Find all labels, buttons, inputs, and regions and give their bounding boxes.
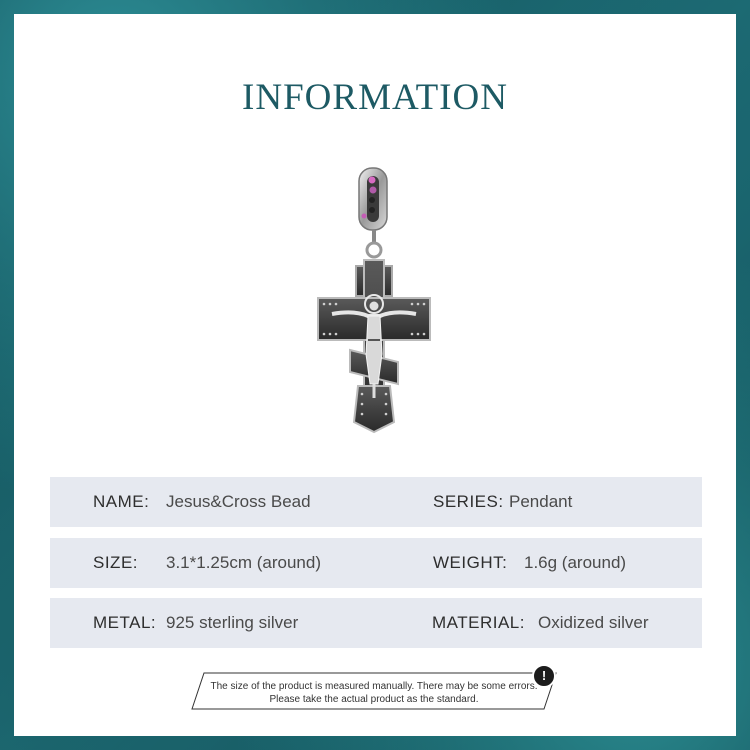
spec-row-name: NAME: Jesus&Cross Bead SERIES: Pendant	[50, 477, 702, 527]
size-value: 3.1*1.25cm (around)	[166, 553, 321, 572]
weight-label: WEIGHT:	[433, 553, 508, 572]
spec-row-size: SIZE: 3.1*1.25cm (around) WEIGHT: 1.6g (…	[50, 538, 702, 588]
metal-label: METAL:	[93, 613, 157, 632]
cross-pendant-icon	[317, 167, 431, 434]
page-title: INFORMATION	[242, 77, 508, 118]
size-label: SIZE:	[93, 553, 139, 572]
notice-line-1: The size of the product is measured manu…	[210, 681, 538, 692]
notice-line-2: Please take the actual product as the st…	[269, 694, 479, 705]
spec-row-metal: METAL: 925 sterling silver MATERIAL: Oxi…	[50, 598, 702, 648]
exclamation-icon: !	[532, 664, 556, 688]
info-card: INFORMATION	[14, 14, 736, 736]
name-label: NAME:	[93, 492, 150, 511]
name-value: Jesus&Cross Bead	[166, 492, 311, 511]
series-label: SERIES:	[433, 492, 504, 511]
material-value: Oxidized silver	[538, 613, 649, 632]
weight-value: 1.6g (around)	[524, 553, 627, 572]
metal-value: 925 sterling silver	[166, 613, 299, 632]
disclaimer-notice: The size of the product is measured manu…	[190, 664, 558, 710]
notice-frame	[191, 672, 557, 710]
material-label: MATERIAL:	[432, 613, 525, 632]
series-value: Pendant	[509, 492, 573, 511]
product-image	[304, 164, 454, 434]
